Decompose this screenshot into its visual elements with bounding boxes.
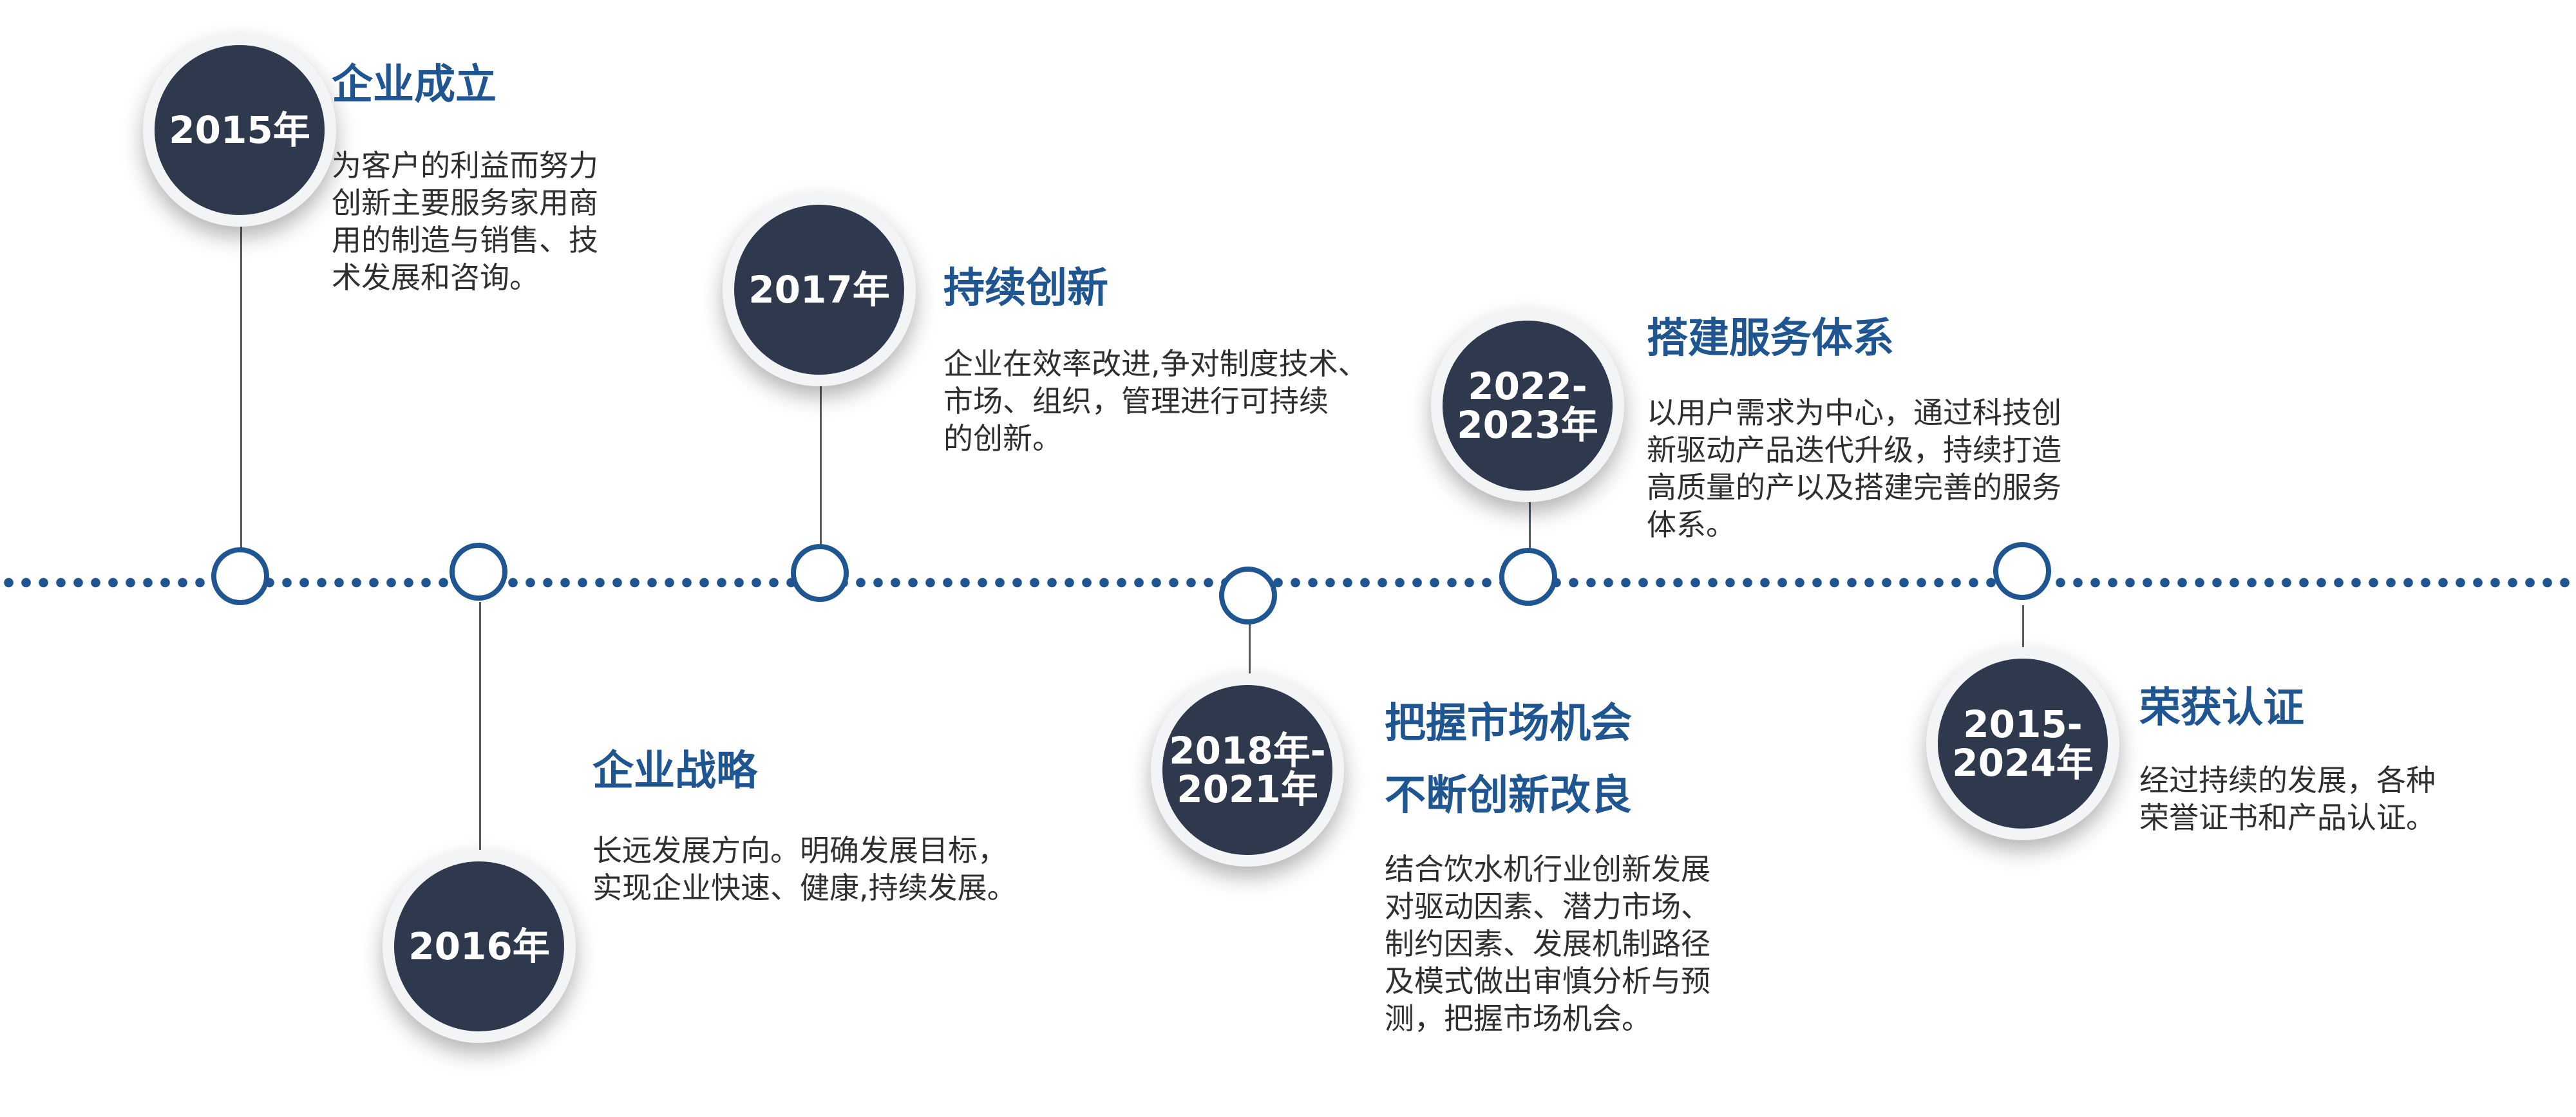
milestone-title-2015-2024: 荣获认证 xyxy=(2139,684,2304,732)
milestone-desc-2016: 长远发展方向。明确发展目标， 实现企业快速、健康,持续发展。 xyxy=(592,833,1017,905)
timeline-node-2016 xyxy=(450,543,507,601)
year-badge-2015-2024: 2015- 2024年 xyxy=(1926,647,2119,840)
milestone-desc-2018-2021: 结合饮水机行业创新发展 对驱动因素、潜力市场、 制约因素、发展机制路径 及模式做… xyxy=(1385,852,1710,1036)
year-badge-2017: 2017年 xyxy=(723,193,916,386)
year-badge-2016: 2016年 xyxy=(383,850,576,1043)
milestone-desc-2015-2024: 经过持续的发展，各种 荣誉证书和产品认证。 xyxy=(2139,763,2436,835)
timeline-node-2015-2024 xyxy=(1993,542,2051,600)
milestone-desc-2022-2023: 以用户需求为中心，通过科技创 新驱动产品迭代升级，持续打造 高质量的产以及搭建完… xyxy=(1647,395,2061,542)
timeline-node-2015 xyxy=(211,547,269,605)
connector-2018-2021 xyxy=(1249,619,1251,679)
year-badge-2022-2023: 2022- 2023年 xyxy=(1431,309,1624,502)
connector-2015-2024 xyxy=(2022,605,2024,647)
milestone-title-2016: 企业战略 xyxy=(592,747,757,795)
timeline-node-2018-2021 xyxy=(1219,567,1277,624)
milestone-subtitle-2018-2021: 不断创新改良 xyxy=(1385,772,1632,820)
connector-2016 xyxy=(479,602,481,859)
timeline-node-2017 xyxy=(791,544,849,602)
milestone-title-2022-2023: 搭建服务体系 xyxy=(1647,315,1894,362)
connector-2017 xyxy=(820,373,822,549)
timeline-node-2022-2023 xyxy=(1499,548,1557,606)
milestone-title-2018-2021: 把握市场机会 xyxy=(1385,700,1632,747)
year-badge-2018-2021: 2018年- 2021年 xyxy=(1151,673,1344,867)
milestone-desc-2015: 为客户的利益而努力 创新主要服务家用商 用的制造与销售、技 术发展和咨询。 xyxy=(332,148,598,295)
milestone-title-2017: 持续创新 xyxy=(943,265,1108,312)
connector-2015 xyxy=(240,205,242,552)
milestone-desc-2017: 企业在效率改进,争对制度技术、 市场、组织，管理进行可持续 的创新。 xyxy=(943,346,1368,456)
connector-2022-2023 xyxy=(1529,489,1531,549)
year-badge-2015: 2015年 xyxy=(143,33,336,227)
timeline-axis xyxy=(0,577,2576,588)
milestone-title-2015: 企业成立 xyxy=(332,61,497,109)
